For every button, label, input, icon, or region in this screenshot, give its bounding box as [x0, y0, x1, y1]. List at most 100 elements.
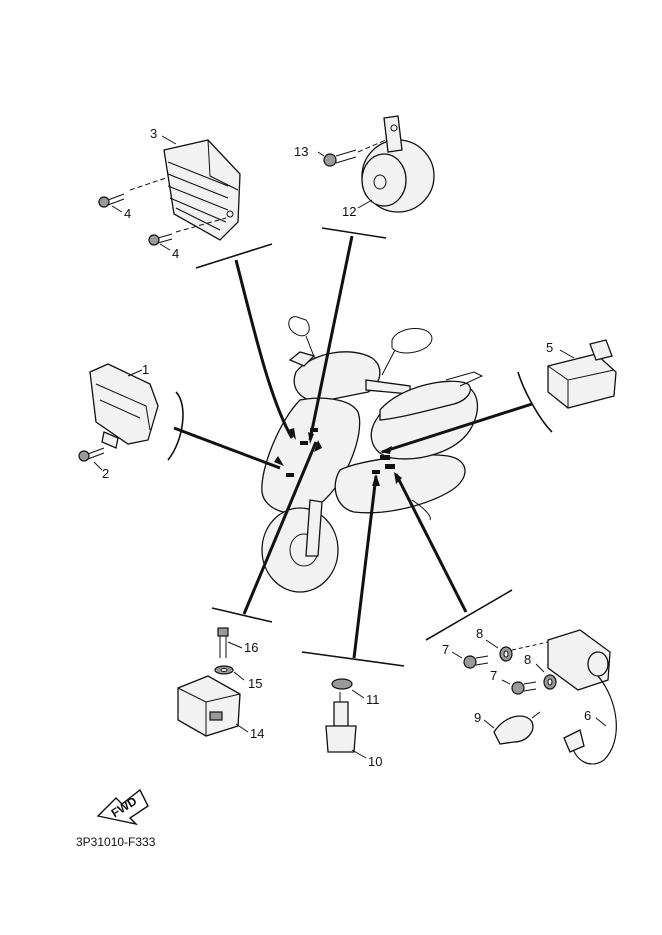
leader-rectifier: [234, 259, 294, 439]
rectifier-mount-hole: [226, 210, 234, 218]
bracket-cdi: [167, 391, 184, 461]
relay-tab: [589, 339, 613, 361]
bracket-horn: [321, 227, 387, 239]
bolt-axis: [511, 641, 549, 651]
bolt-axis: [175, 217, 227, 233]
callout-3: 3: [150, 126, 157, 141]
group-brackets: [167, 227, 553, 667]
bolt-part-4b: [148, 217, 227, 246]
cdi-edge: [95, 383, 151, 431]
callout-line-5: [559, 349, 575, 359]
bolt-head: [148, 234, 160, 246]
bolt-axis: [357, 139, 387, 153]
bolt-shank: [523, 681, 537, 692]
callout-4: 4: [124, 206, 131, 221]
bolt-shank: [219, 636, 227, 658]
washer-hole: [220, 668, 228, 672]
callout-line-8b: [535, 663, 545, 673]
arrow-head: [394, 472, 402, 484]
callout-line-7b: [501, 679, 511, 685]
rectifier-regulator-part: [98, 135, 241, 251]
callout-line-6: [595, 717, 607, 727]
washer-hole: [547, 678, 553, 686]
callout-8: 8: [476, 626, 483, 641]
bolt-shank: [107, 193, 125, 206]
front-fork: [305, 499, 323, 557]
seat: [379, 380, 471, 421]
callout-line-10: [351, 749, 367, 759]
leader-lines: [173, 235, 533, 659]
fwd-arrow-shape: [96, 788, 149, 826]
callout-15: 15: [248, 676, 262, 691]
callout-line-3: [161, 135, 177, 145]
cdi-edge: [99, 399, 141, 419]
horn-center: [373, 174, 387, 190]
horn-part: [317, 115, 435, 213]
callout-7: 7: [442, 642, 449, 657]
callout-4: 4: [172, 246, 179, 261]
callout-11: 11: [366, 692, 380, 707]
screw-shank: [87, 447, 105, 460]
left-grip: [288, 351, 316, 367]
brake-switch-part: [325, 678, 367, 759]
arrow-head: [288, 428, 296, 440]
callout-line-12: [357, 199, 373, 209]
ignition-coil-part: [451, 629, 617, 765]
bolt-shank: [335, 149, 357, 164]
callout-line-11: [351, 689, 365, 699]
arrow-head: [314, 440, 322, 452]
arrow-head: [274, 456, 284, 466]
switch-plunger: [333, 701, 349, 727]
rear-stand: [411, 499, 431, 521]
callout-line-1: [127, 369, 143, 377]
callout-line-15: [233, 671, 245, 681]
bracket-flasher: [211, 607, 273, 623]
flasher-relay-part: [177, 627, 249, 737]
location-mark: [310, 428, 318, 432]
drawing-code: 3P31010-F333: [76, 835, 156, 849]
ignition-coil-end: [587, 651, 609, 677]
bolt-head: [98, 196, 110, 208]
bolt-head: [323, 153, 337, 167]
rear-rack: [445, 371, 484, 387]
cdi-connector: [101, 431, 119, 449]
leader-flasher: [242, 441, 318, 615]
high-tension-lead-inner: [571, 675, 617, 765]
bolt-part-4a: [98, 177, 167, 208]
location-mark: [372, 470, 380, 474]
right-mirror-stem: [381, 349, 396, 376]
rectifier-fin: [167, 185, 229, 211]
right-mirror: [391, 328, 433, 354]
leader-ignition-coil: [394, 473, 468, 613]
scooter-illustration: [261, 316, 484, 593]
bolt-head: [463, 655, 477, 669]
bracket-ignition-coil: [425, 589, 513, 641]
cdi-unit-part: [78, 363, 159, 471]
washer-part-15: [214, 665, 234, 675]
callout-line-4a: [111, 205, 123, 213]
bolt-part-16: [217, 627, 229, 658]
callout-5: 5: [546, 340, 553, 355]
screw-part-2: [78, 447, 105, 462]
callout-13: 13: [294, 144, 308, 159]
location-mark: [300, 441, 308, 445]
bolt-shank: [475, 655, 489, 666]
callout-14: 14: [250, 726, 264, 741]
leader-brake-switch: [352, 475, 378, 659]
leader-horn: [308, 235, 354, 441]
bolt-head: [511, 681, 525, 695]
rectifier-edge: [207, 139, 239, 191]
switch-body: [325, 725, 357, 753]
callout-16: 16: [244, 640, 258, 655]
lead-boot: [563, 729, 585, 753]
callout-line-14: [235, 723, 249, 733]
spark-plug-cap-tip: [531, 711, 541, 719]
rectifier-fin: [175, 207, 221, 231]
bracket-relay: [517, 371, 553, 433]
callout-line-16: [227, 641, 243, 649]
horn-bracket: [383, 115, 403, 153]
relay-body: [547, 353, 617, 409]
flasher-body: [177, 675, 241, 737]
callout-1: 1: [142, 362, 149, 377]
